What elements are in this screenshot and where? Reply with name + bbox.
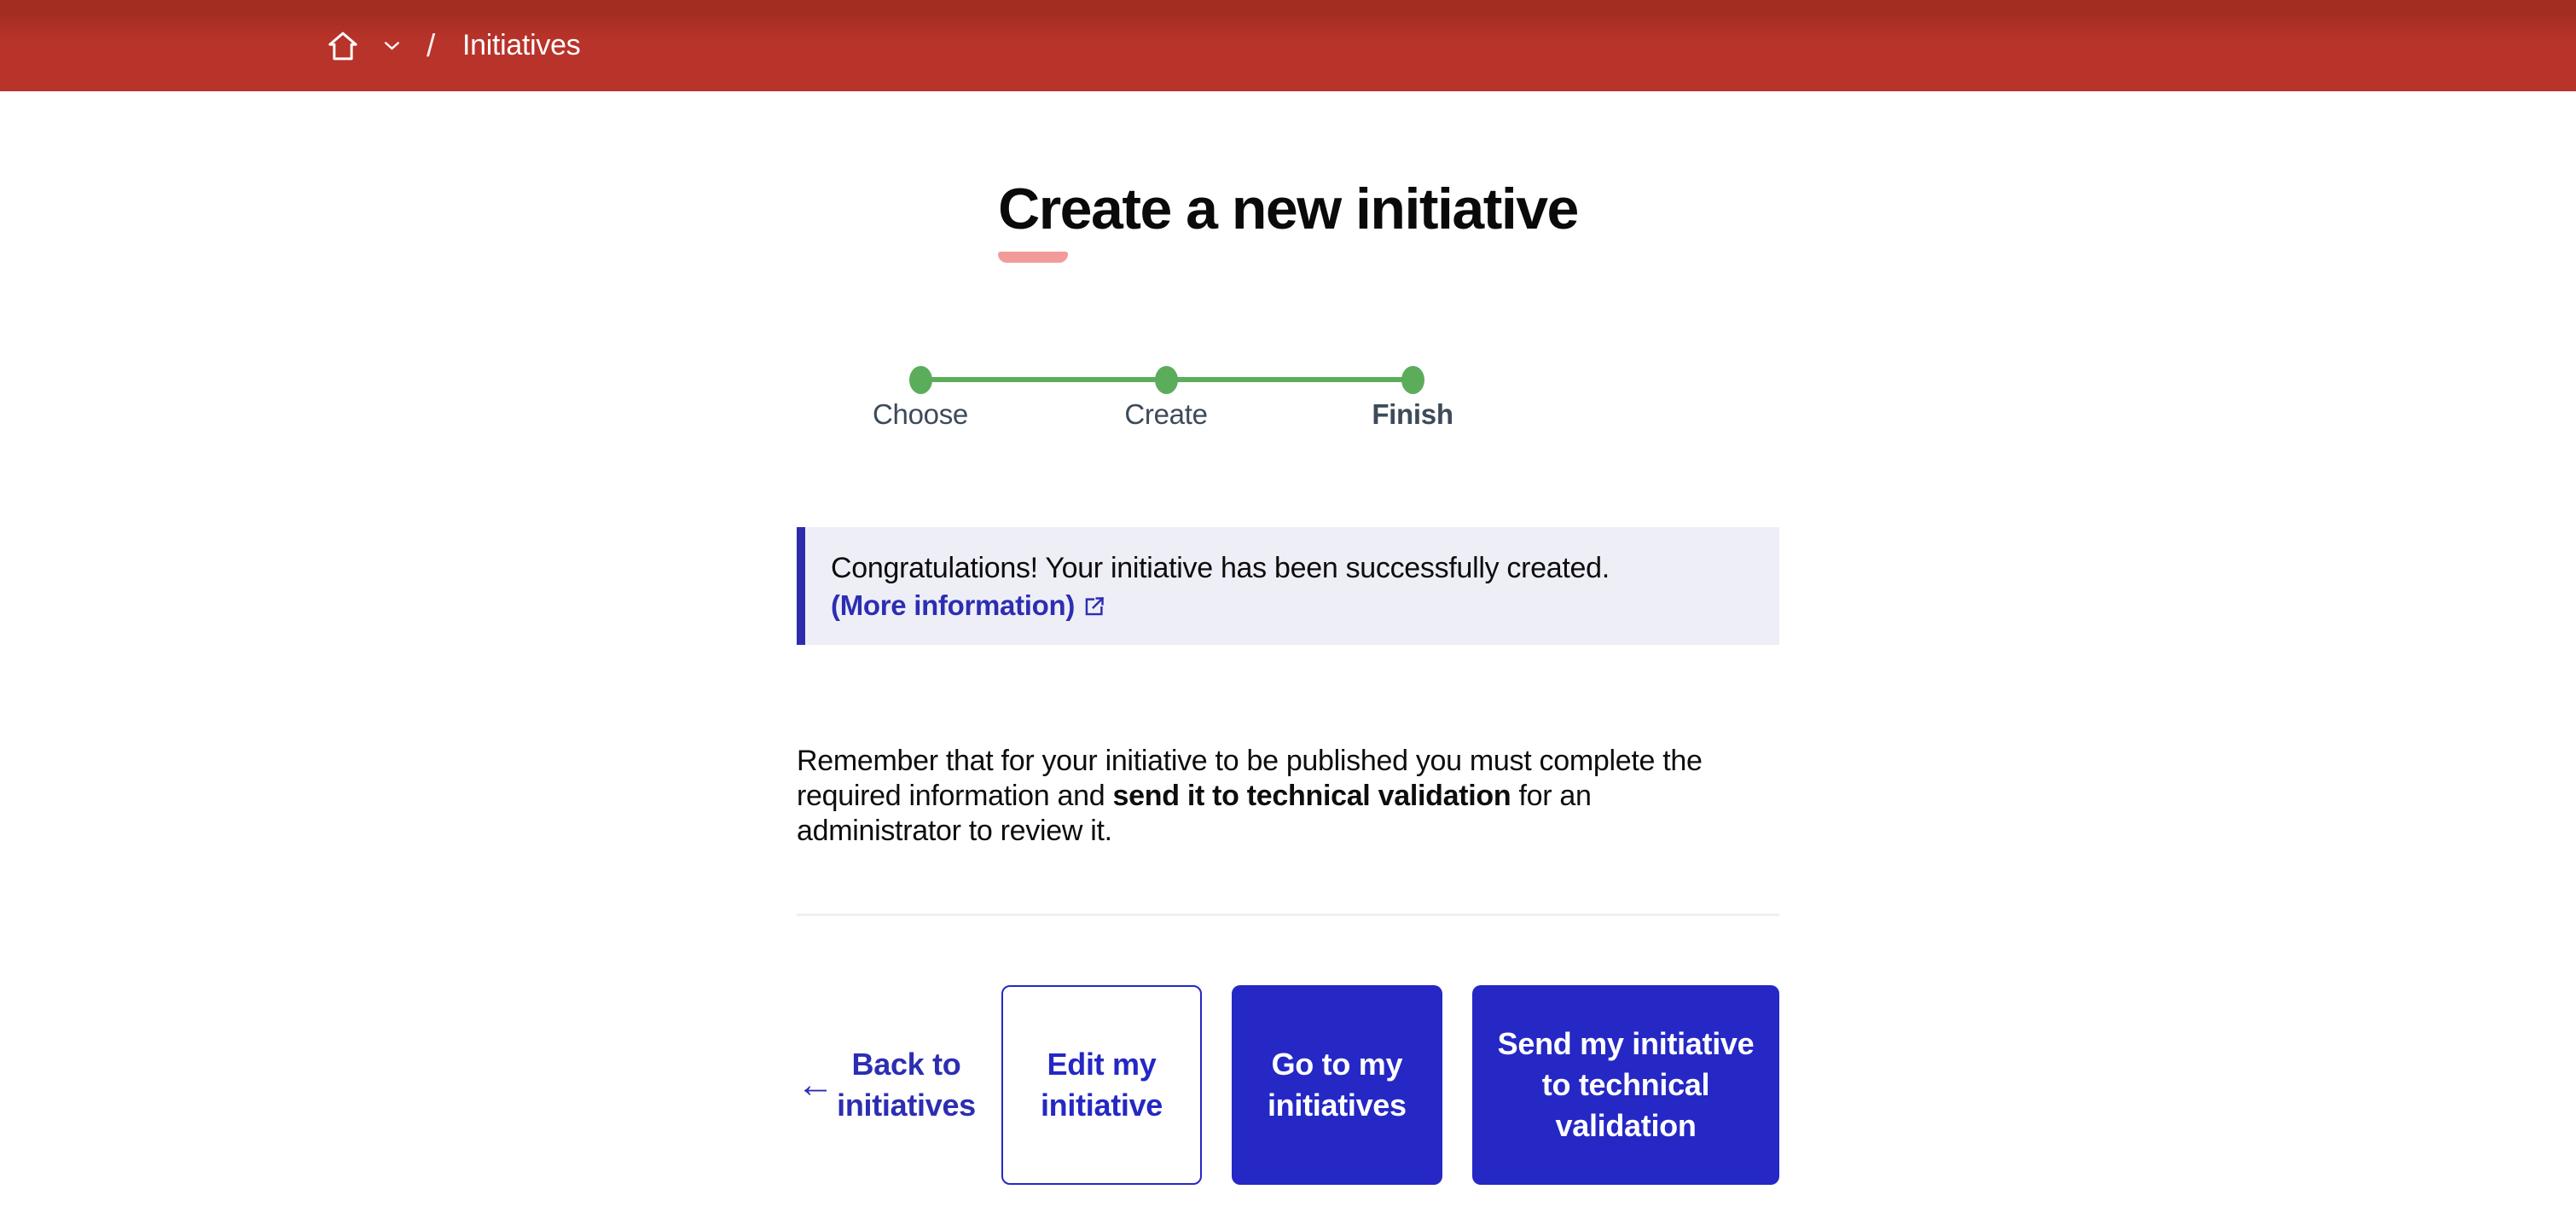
step-label-choose: Choose bbox=[873, 398, 968, 430]
edit-my-initiative-button[interactable]: Edit my initiative bbox=[1001, 985, 1202, 1185]
breadcrumb: / Initiatives bbox=[327, 27, 581, 64]
reminder-text: Remember that for your initiative to be … bbox=[797, 745, 1703, 847]
back-to-initiatives-label: Back to initiatives bbox=[837, 1047, 976, 1123]
home-link[interactable] bbox=[327, 29, 359, 63]
breadcrumb-separator: / bbox=[426, 27, 435, 63]
breadcrumb-current-initiatives[interactable]: Initiatives bbox=[461, 29, 581, 61]
main-content: Create a new initiative Choose Create Fi… bbox=[797, 173, 1779, 1185]
top-navbar: / Initiatives bbox=[0, 0, 2576, 91]
home-icon bbox=[328, 32, 357, 60]
send-to-technical-validation-button[interactable]: Send my initiative to technical validati… bbox=[1472, 985, 1779, 1185]
title-underline-decoration bbox=[998, 252, 1069, 263]
success-message: Congratulations! Your initiative has bee… bbox=[831, 552, 1610, 584]
arrow-left-icon: ← bbox=[797, 1064, 834, 1105]
external-link-icon bbox=[1085, 596, 1105, 615]
step-label-finish: Finish bbox=[1372, 398, 1453, 430]
more-information-label: (More information) bbox=[831, 589, 1076, 621]
wizard-stepper: Choose Create Finish bbox=[797, 358, 1779, 433]
section-divider bbox=[797, 914, 1779, 916]
step-label-create: Create bbox=[1124, 398, 1208, 430]
step-dot-choose bbox=[909, 366, 932, 394]
more-information-link[interactable]: (More information) bbox=[831, 587, 1106, 624]
chevron-down-icon[interactable] bbox=[385, 41, 399, 50]
back-to-initiatives-link[interactable]: ← Back to initiatives bbox=[797, 985, 978, 1185]
actions-row: ← Back to initiatives Edit my initiative… bbox=[797, 985, 1779, 1185]
step-dot-finish bbox=[1401, 366, 1424, 394]
success-callout: Congratulations! Your initiative has bee… bbox=[797, 527, 1779, 645]
title-section: Create a new initiative bbox=[797, 173, 1779, 263]
page-title: Create a new initiative bbox=[998, 177, 1579, 241]
reminder-bold-text: send it to technical validation bbox=[1112, 780, 1511, 812]
go-to-my-initiatives-button[interactable]: Go to my initiatives bbox=[1231, 985, 1443, 1185]
step-dot-create bbox=[1155, 366, 1178, 394]
